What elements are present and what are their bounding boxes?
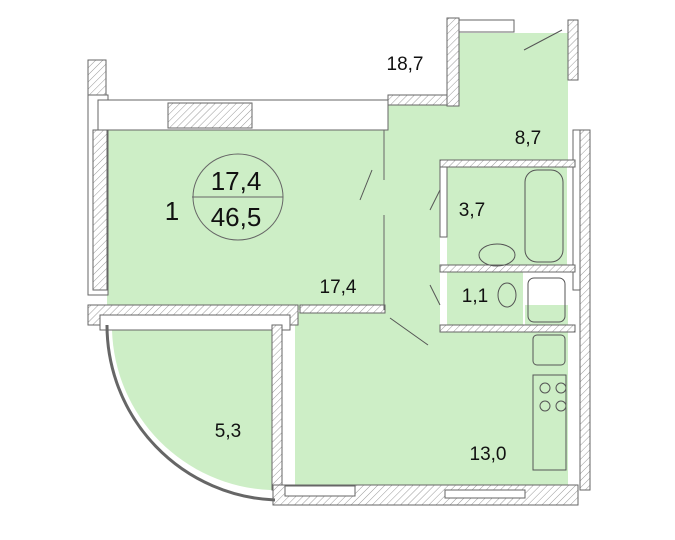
toilet-icon [497,282,517,308]
sink-icon [478,243,516,267]
bathroom-area-label: 3,7 [459,200,485,221]
neighbor-area-label: 18,7 [387,54,424,75]
washing-machine-icon [527,277,566,323]
living-area-label: 17,4 [211,166,262,196]
fixtures [359,29,567,471]
rooms-count-label: 1 [165,196,179,226]
walls [87,17,591,506]
hall-floor [295,33,568,490]
area-summary: 17,4 46,5 [192,153,284,241]
balcony-area-label: 5,3 [215,421,241,442]
hall-area-label: 8,7 [515,128,541,149]
bathtub-icon [524,169,564,263]
kitchen-area-label: 13,0 [470,444,507,465]
living-room-area-label: 17,4 [320,277,357,298]
toilet-area-label: 1,1 [462,286,488,307]
living-room-floor [107,130,387,310]
floor-areas [107,33,568,490]
balcony-floor [112,330,280,490]
stove-icon [539,382,551,394]
kitchen-sink-icon [532,334,566,366]
bathroom-floor [447,167,567,267]
total-area-label: 46,5 [211,202,262,232]
toilet-floor [447,272,523,325]
